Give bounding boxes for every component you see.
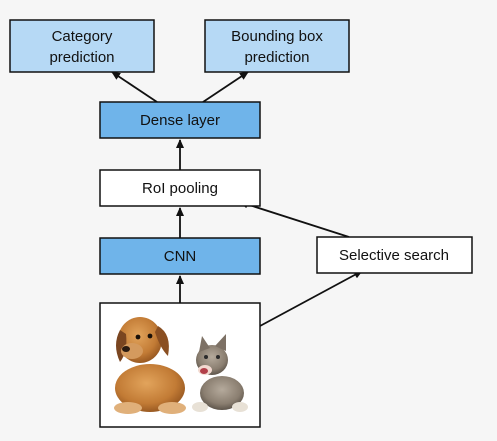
cnn-node: CNN [99,237,261,275]
kitten-illustration [192,334,248,412]
dense-layer-node: Dense layer [99,101,261,139]
puppy-illustration [114,317,186,414]
arrow-dense-to-category [111,71,158,103]
selective-search-label: Selective search [339,247,449,264]
category-prediction-line-2: prediction [49,49,114,66]
puppy-kitten-image [114,317,248,414]
cnn-label: CNN [164,248,197,265]
arrow-dense-to-bbox [202,71,249,103]
arrow-selective-to-roi [239,200,350,238]
selective-search-node: Selective search [316,236,473,274]
bbox-prediction-line-1: Bounding box [231,28,323,45]
category-prediction-line-1: Category [52,28,113,45]
category-prediction-node: Category prediction [9,19,155,73]
bbox-prediction-node: Bounding box prediction [204,19,350,73]
input-image-node [99,302,261,428]
dense-layer-label: Dense layer [140,112,220,129]
roi-pooling-node: RoI pooling [99,169,261,207]
bbox-prediction-line-2: prediction [244,49,309,66]
roi-pooling-label: RoI pooling [142,180,218,197]
arrows [111,71,363,327]
arrow-image-to-selective [259,270,363,327]
